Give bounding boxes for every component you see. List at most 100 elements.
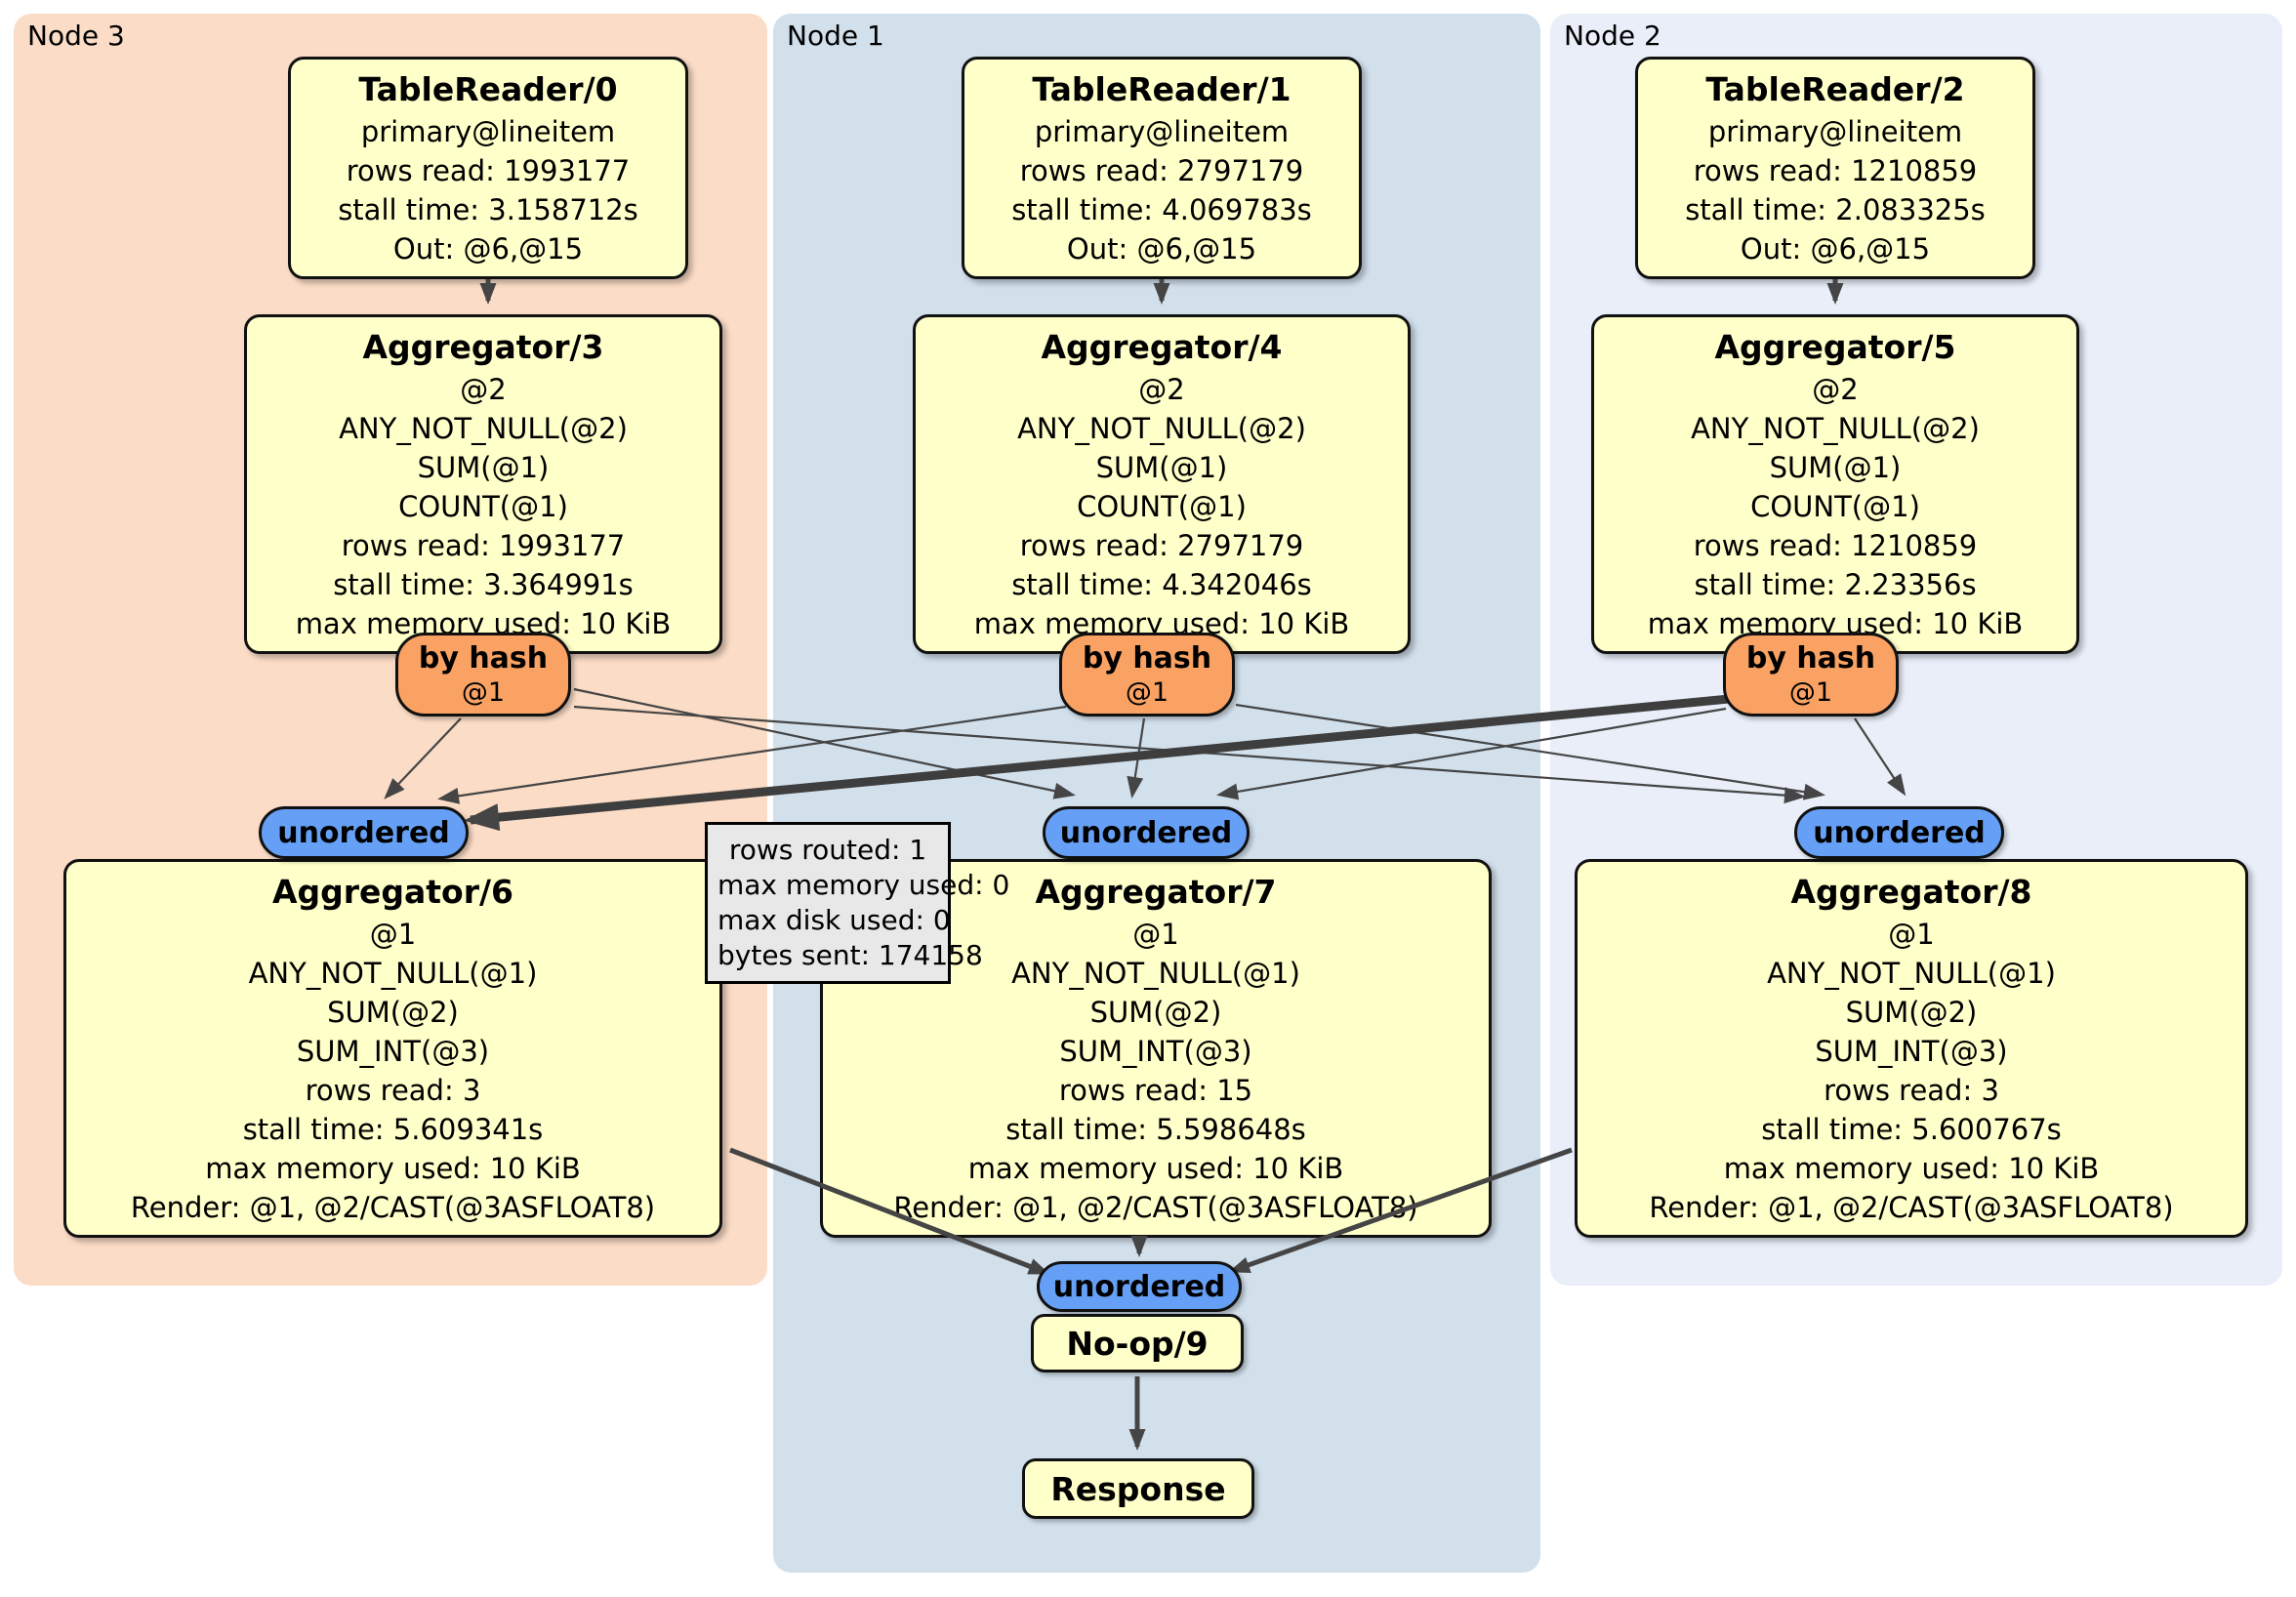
- node-tablereader-2[interactable]: TableReader/2 primary@lineitem rows read:…: [1635, 57, 2035, 279]
- detail-line: primary@lineitem: [360, 115, 616, 148]
- detail-line: COUNT(@1): [398, 490, 568, 523]
- detail-line: SUM(@2): [1089, 996, 1222, 1029]
- detail-line: Render: @1, @2/CAST(@3ASFLOAT8): [893, 1191, 1418, 1224]
- detail-line: SUM(@2): [327, 996, 459, 1029]
- node-title: No-op/9: [1066, 1324, 1209, 1363]
- node-title: TableReader/0: [358, 70, 618, 108]
- panel-label-node3: Node 3: [27, 20, 125, 52]
- detail-line: stall time: 4.069783s: [1011, 193, 1312, 226]
- detail-line: max memory used: 10 KiB: [967, 1152, 1344, 1185]
- node-title: Aggregator/6: [271, 873, 514, 911]
- router-title: by hash: [1082, 641, 1212, 676]
- detail-line: stall time: 2.23356s: [1694, 568, 1977, 601]
- sync-label: unordered: [1813, 815, 1986, 850]
- node-response[interactable]: Response: [1022, 1458, 1254, 1519]
- sync-unordered-node2[interactable]: unordered: [1794, 806, 2004, 859]
- detail-line: @2: [1138, 373, 1185, 406]
- sync-label: unordered: [1059, 815, 1233, 850]
- detail-line: rows read: 1993177: [341, 529, 626, 562]
- router-key: @1: [1125, 677, 1169, 708]
- detail-line: stall time: 3.158712s: [338, 193, 638, 226]
- node-title: Aggregator/5: [1714, 328, 1956, 366]
- detail-line: @2: [460, 373, 507, 406]
- detail-line: COUNT(@1): [1077, 490, 1247, 523]
- detail-line: rows read: 2797179: [1019, 154, 1304, 187]
- detail-line: rows read: 1210859: [1693, 154, 1978, 187]
- router-key: @1: [1788, 677, 1833, 708]
- node-title: Aggregator/4: [1041, 328, 1283, 366]
- detail-line: SUM(@1): [1095, 451, 1228, 484]
- detail-line: SUM_INT(@3): [1815, 1035, 2008, 1068]
- detail-line: Render: @1, @2/CAST(@3ASFLOAT8): [1649, 1191, 2174, 1224]
- detail-line: SUM_INT(@3): [1059, 1035, 1252, 1068]
- detail-line: max memory used: 10 KiB: [1723, 1152, 2100, 1185]
- detail-line: primary@lineitem: [1034, 115, 1290, 148]
- detail-line: stall time: 5.598648s: [1005, 1113, 1306, 1146]
- detail-line: ANY_NOT_NULL(@1): [1011, 957, 1300, 990]
- panel-label-node1: Node 1: [787, 20, 884, 52]
- router-by-hash-node3[interactable]: by hash @1: [395, 633, 571, 717]
- detail-line: max memory used: 0: [718, 869, 1010, 901]
- detail-line: @1: [1132, 918, 1179, 951]
- detail-line: ANY_NOT_NULL(@2): [1691, 412, 1980, 445]
- router-title: by hash: [418, 641, 549, 676]
- node-title: Aggregator/7: [1035, 873, 1277, 911]
- sync-unordered-final[interactable]: unordered: [1037, 1261, 1242, 1312]
- detail-line: rows read: 3: [1824, 1074, 1999, 1107]
- sync-label: unordered: [277, 815, 450, 850]
- node-title: TableReader/1: [1032, 70, 1292, 108]
- detail-line: Out: @6,@15: [1740, 232, 1931, 266]
- detail-line: ANY_NOT_NULL(@1): [1767, 957, 2056, 990]
- node-tablereader-0[interactable]: TableReader/0 primary@lineitem rows read:…: [288, 57, 688, 279]
- detail-line: stall time: 5.609341s: [242, 1113, 544, 1146]
- sync-unordered-node1[interactable]: unordered: [1043, 806, 1250, 859]
- node-title: TableReader/2: [1705, 70, 1965, 108]
- detail-line: stall time: 5.600767s: [1761, 1113, 2062, 1146]
- node-title: Aggregator/8: [1790, 873, 2032, 911]
- panel-label-node2: Node 2: [1564, 20, 1661, 52]
- detail-line: rows read: 1210859: [1693, 529, 1978, 562]
- detail-line: rows read: 1993177: [346, 154, 631, 187]
- node-tablereader-1[interactable]: TableReader/1 primary@lineitem rows read:…: [962, 57, 1362, 279]
- router-by-hash-node1[interactable]: by hash @1: [1059, 633, 1235, 717]
- detail-line: stall time: 4.342046s: [1011, 568, 1312, 601]
- detail-line: COUNT(@1): [1750, 490, 1920, 523]
- node-detail-lines: primary@lineitem rows read: 2797179 stall …: [970, 112, 1353, 268]
- node-title: Response: [1050, 1469, 1226, 1508]
- detail-line: @1: [1888, 918, 1935, 951]
- detail-line: rows read: 15: [1058, 1074, 1253, 1107]
- detail-line: SUM(@1): [1769, 451, 1902, 484]
- detail-line: SUM_INT(@3): [296, 1035, 490, 1068]
- node-noop-9[interactable]: No-op/9: [1031, 1314, 1244, 1372]
- detail-line: Out: @6,@15: [1066, 232, 1257, 266]
- detail-line: primary@lineitem: [1707, 115, 1963, 148]
- detail-line: stall time: 2.083325s: [1685, 193, 1986, 226]
- detail-line: stall time: 3.364991s: [333, 568, 634, 601]
- detail-line: rows read: 3: [305, 1074, 481, 1107]
- detail-line: SUM(@1): [417, 451, 550, 484]
- sync-unordered-node3[interactable]: unordered: [259, 806, 469, 859]
- detail-line: @1: [369, 918, 417, 951]
- router-by-hash-node2[interactable]: by hash @1: [1723, 633, 1899, 717]
- detail-line: ANY_NOT_NULL(@2): [339, 412, 628, 445]
- detail-line: Render: @1, @2/CAST(@3ASFLOAT8): [130, 1191, 656, 1224]
- sync-label: unordered: [1052, 1269, 1226, 1304]
- detail-line: max disk used: 0: [718, 904, 951, 936]
- detail-line: @2: [1812, 373, 1859, 406]
- detail-line: rows routed: 1: [728, 834, 927, 866]
- detail-line: ANY_NOT_NULL(@1): [248, 957, 538, 990]
- detail-line: SUM(@2): [1845, 996, 1978, 1029]
